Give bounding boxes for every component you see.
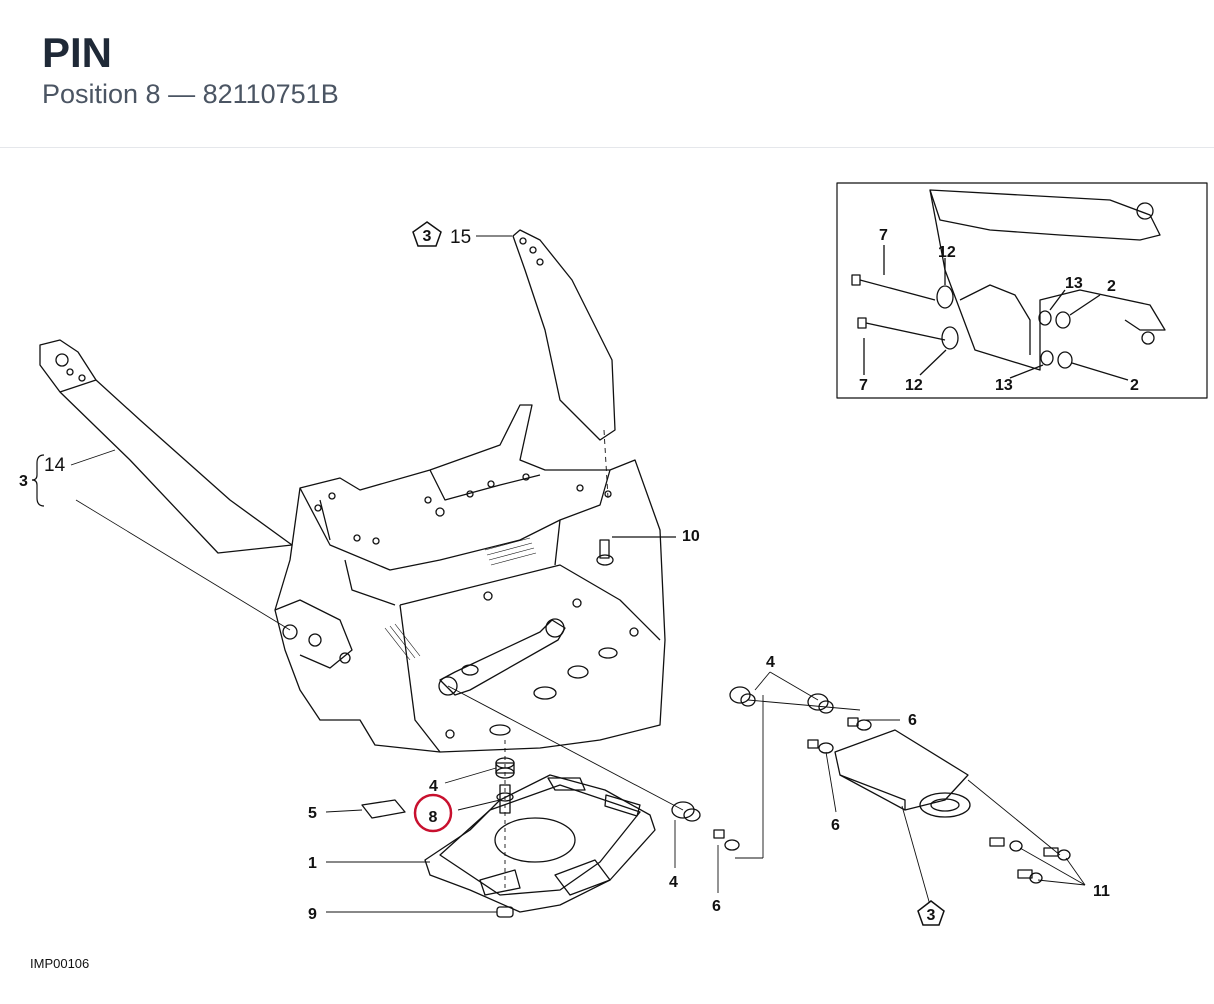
- page-subtitle: Position 8 — 82110751B: [42, 79, 339, 109]
- inset-detail: [836, 182, 1208, 399]
- callout-6-a: 6: [712, 898, 721, 915]
- callout-2b: 2: [1130, 377, 1139, 394]
- page-header: PIN Position 8 — 82110751B: [0, 0, 1214, 148]
- callout-11: 11: [1093, 883, 1110, 900]
- callout-12b: 12: [905, 377, 923, 394]
- part-14-strap: [39, 339, 293, 554]
- part-4-grommets-right: [671, 686, 834, 822]
- callout-7b: 7: [859, 377, 868, 394]
- main-frame: [274, 404, 666, 753]
- image-code: IMP00106: [30, 956, 90, 971]
- callout-3-brace: 3: [19, 473, 28, 490]
- page-title: PIN: [42, 29, 113, 76]
- brace: [31, 454, 45, 507]
- part-6-bolts: [713, 717, 872, 851]
- callout-5: 5: [308, 805, 317, 822]
- callout-12a: 12: [938, 244, 956, 261]
- marker-3-top: 3: [412, 221, 442, 247]
- callout-2a: 2: [1107, 278, 1116, 295]
- callout-4-right: 4: [766, 654, 775, 671]
- callout-6-c: 6: [831, 817, 840, 834]
- callout-13a: 13: [1065, 275, 1083, 292]
- marker-3-bottom: 3: [917, 900, 945, 926]
- part-15-bracket: [512, 229, 616, 441]
- callout-4-left: 4: [429, 778, 438, 795]
- part-11-bolts: [989, 837, 1071, 884]
- diagram-canvas: 3 3 8 15 14 3 10 4 5 1 9 4 6 4 6 6 11 7 …: [19, 182, 1208, 926]
- callout-14: 14: [44, 455, 66, 476]
- callout-8: 8: [429, 809, 438, 826]
- callout-10: 10: [682, 528, 700, 545]
- exploded-parts-diagram: 3 3 8 15 14 3 10 4 5 1 9 4 6 4 6 6 11 7 …: [0, 148, 1214, 999]
- callout-7a: 7: [879, 227, 888, 244]
- svg-text:3: 3: [423, 228, 432, 245]
- part-5-label: [361, 799, 406, 819]
- callout-13b: 13: [995, 377, 1013, 394]
- part-10-bolt: [596, 539, 614, 566]
- svg-text:3: 3: [927, 907, 936, 924]
- callout-6-b: 6: [908, 712, 917, 729]
- callout-4-mid: 4: [669, 874, 678, 891]
- callout-9: 9: [308, 906, 317, 923]
- callout-1: 1: [308, 855, 317, 872]
- callout-15: 15: [450, 227, 471, 248]
- highlight-circle-8: [413, 793, 453, 833]
